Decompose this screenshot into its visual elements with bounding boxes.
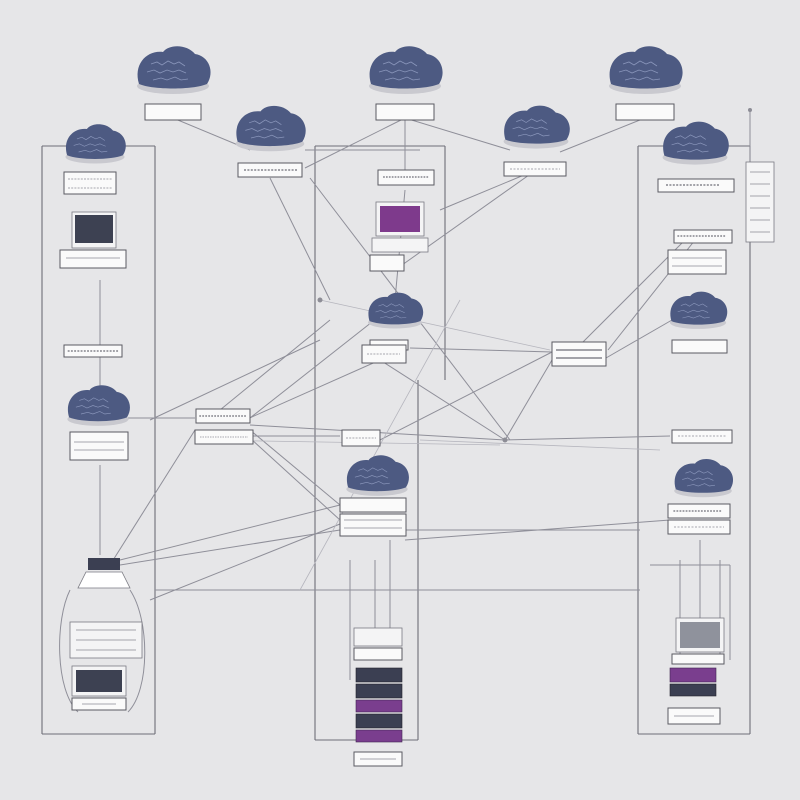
switch-box bbox=[551, 341, 607, 367]
cloud-icon bbox=[235, 105, 307, 152]
label-box bbox=[615, 103, 675, 121]
tag-label bbox=[341, 429, 381, 447]
label-box bbox=[375, 103, 435, 121]
switch-box bbox=[369, 254, 405, 272]
tag-label bbox=[63, 171, 117, 195]
cloud-icon bbox=[67, 384, 131, 427]
laptop-icon bbox=[71, 665, 127, 711]
tag-label bbox=[667, 503, 731, 519]
monitor-icon bbox=[371, 201, 429, 253]
cloud-icon bbox=[65, 123, 127, 164]
frame-left bbox=[41, 145, 156, 735]
switch-box bbox=[339, 497, 407, 537]
server-rack-icon bbox=[745, 161, 775, 243]
cloud-icon bbox=[662, 121, 730, 165]
junction-node bbox=[502, 437, 508, 443]
connection-lines bbox=[59, 110, 751, 713]
tag-label bbox=[361, 344, 407, 364]
switch-box bbox=[667, 249, 727, 275]
junction-node bbox=[748, 108, 752, 112]
cloud-icon bbox=[346, 454, 410, 497]
cloud-icon bbox=[669, 291, 728, 330]
tag-label bbox=[673, 229, 733, 244]
tag-label bbox=[671, 429, 733, 444]
switch-box bbox=[194, 429, 254, 445]
cloud-icon bbox=[503, 105, 571, 149]
cloud-icon bbox=[673, 458, 734, 498]
monitor-icon bbox=[59, 211, 127, 269]
label-box bbox=[671, 339, 728, 354]
cloud-icon bbox=[608, 45, 683, 95]
junction-node bbox=[317, 297, 323, 303]
cloud-icon bbox=[368, 45, 443, 95]
cloud-icon bbox=[136, 45, 211, 95]
tag-label bbox=[237, 162, 303, 178]
tag-label bbox=[377, 169, 435, 186]
switch-box bbox=[69, 431, 129, 461]
server-stack-icon bbox=[353, 627, 403, 767]
cloud-icon bbox=[367, 292, 424, 329]
tag-label bbox=[657, 178, 735, 193]
frame-right bbox=[637, 145, 751, 735]
tag-label bbox=[667, 519, 731, 535]
document-panel-icon bbox=[69, 621, 143, 659]
tag-label bbox=[63, 344, 123, 358]
label-box bbox=[503, 161, 567, 177]
label-box bbox=[144, 103, 202, 121]
tag-label bbox=[195, 408, 251, 424]
tray-icon bbox=[77, 558, 131, 589]
server-stack-icon bbox=[667, 617, 725, 725]
